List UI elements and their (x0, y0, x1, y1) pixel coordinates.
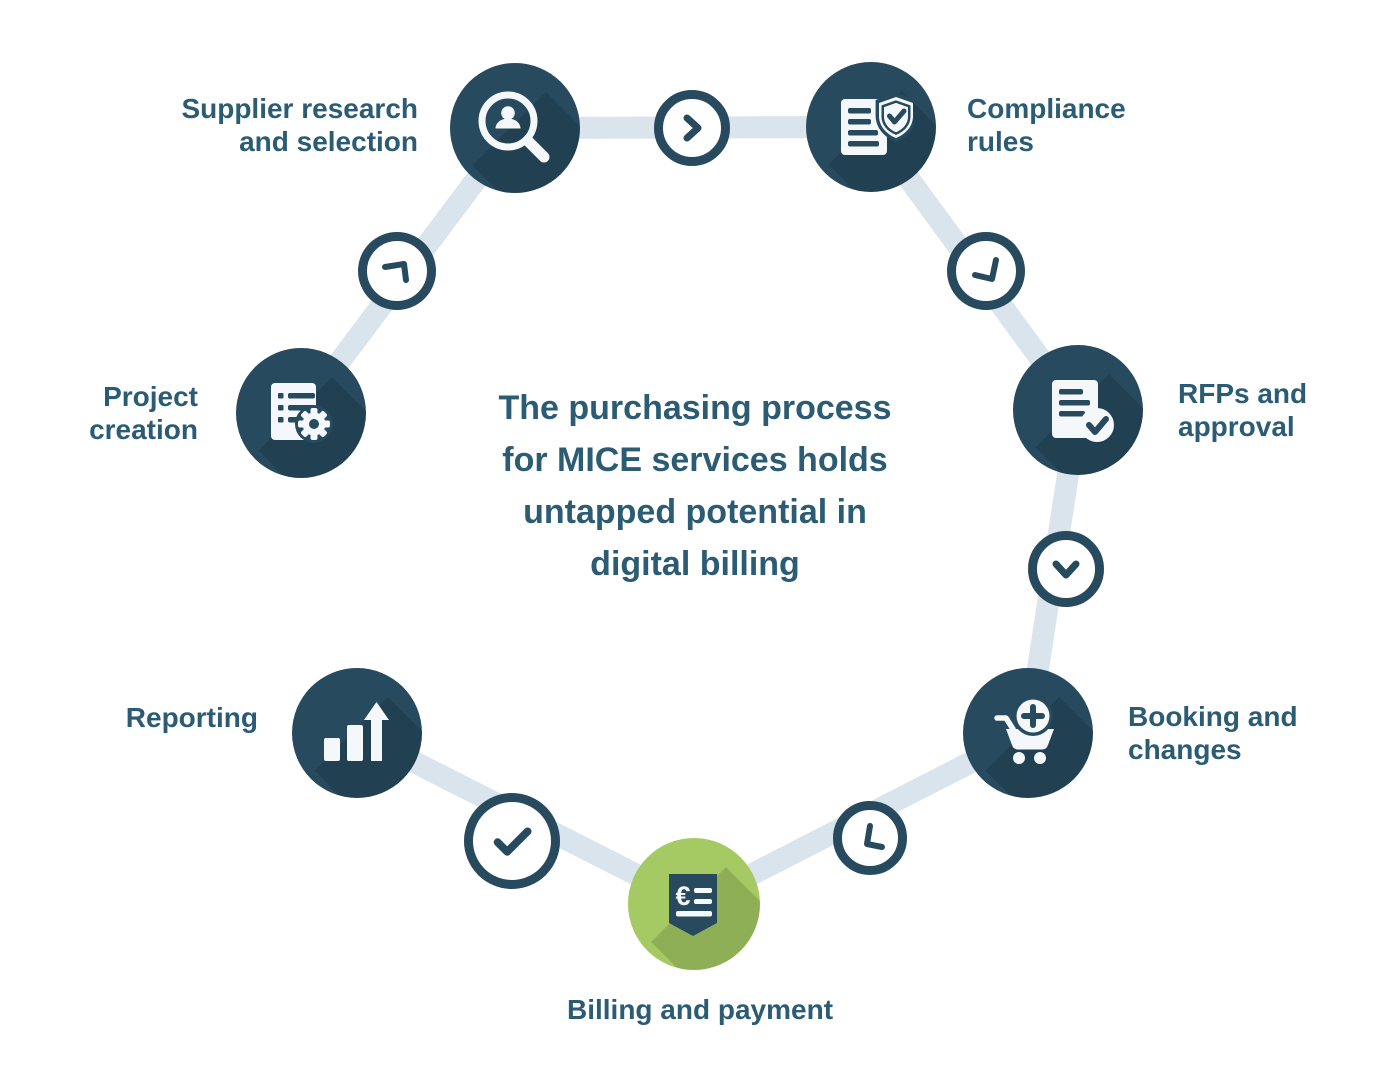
node-reporting (292, 668, 422, 798)
svg-text:€: € (675, 881, 690, 911)
label-rfps-approval: RFPs and approval (1178, 377, 1398, 443)
connector-booking-billing (833, 801, 907, 875)
center-headline: The purchasing process for MICE services… (415, 382, 975, 590)
node-booking-changes (963, 668, 1093, 798)
cart-plus-icon (994, 696, 1054, 764)
label-line: Reporting (125, 702, 258, 733)
chevron-right-icon (683, 114, 702, 142)
bar-chart-arrow-icon (324, 702, 389, 761)
label-line: Billing and payment (566, 994, 834, 1025)
label-line: Booking and (1128, 701, 1298, 732)
label-line: Supplier research (181, 93, 418, 124)
headline-line: for MICE services holds (502, 441, 888, 479)
connector-compliance-rfps (947, 232, 1025, 310)
chevron-down-icon (1052, 560, 1080, 579)
search-person-icon (478, 91, 550, 163)
label-line: and selection (239, 126, 418, 157)
clock-hands-icon (382, 261, 409, 283)
headline-line: The purchasing process (498, 389, 892, 427)
invoice-euro-icon: € (669, 874, 717, 936)
label-supplier-research: Supplier research and selection (118, 92, 418, 158)
label-line: changes (1128, 734, 1242, 765)
label-line: rules (967, 126, 1034, 157)
label-line: Project (103, 381, 198, 412)
connector-project-supplier (358, 232, 436, 310)
node-compliance-rules (806, 62, 936, 192)
label-booking-changes: Booking and changes (1128, 700, 1368, 766)
document-gear-icon (271, 383, 333, 443)
document-shield-check-icon (841, 92, 913, 155)
node-rfps-approval (1013, 345, 1143, 475)
label-reporting: Reporting (58, 701, 258, 734)
headline-line: digital billing (590, 545, 800, 583)
node-project-creation (236, 348, 366, 478)
node-billing-payment: € (628, 838, 760, 970)
connector-billing-reporting (464, 793, 560, 889)
label-billing-payment: Billing and payment (450, 993, 950, 1026)
label-project-creation: Project creation (38, 380, 198, 446)
checkmark-icon (493, 827, 532, 856)
connector-rfps-booking (1028, 531, 1104, 607)
document-check-icon (1052, 380, 1114, 442)
label-line: RFPs and (1178, 378, 1308, 409)
headline-line: untapped potential in (523, 493, 867, 531)
label-line: approval (1178, 411, 1295, 442)
connector-supplier-compliance (654, 90, 730, 166)
clock-hands-icon (864, 823, 885, 850)
label-line: creation (89, 414, 198, 445)
node-supplier-research (450, 63, 580, 193)
label-compliance-rules: Compliance rules (967, 92, 1217, 158)
label-line: Compliance (967, 93, 1126, 124)
clock-hands-icon (972, 257, 999, 282)
